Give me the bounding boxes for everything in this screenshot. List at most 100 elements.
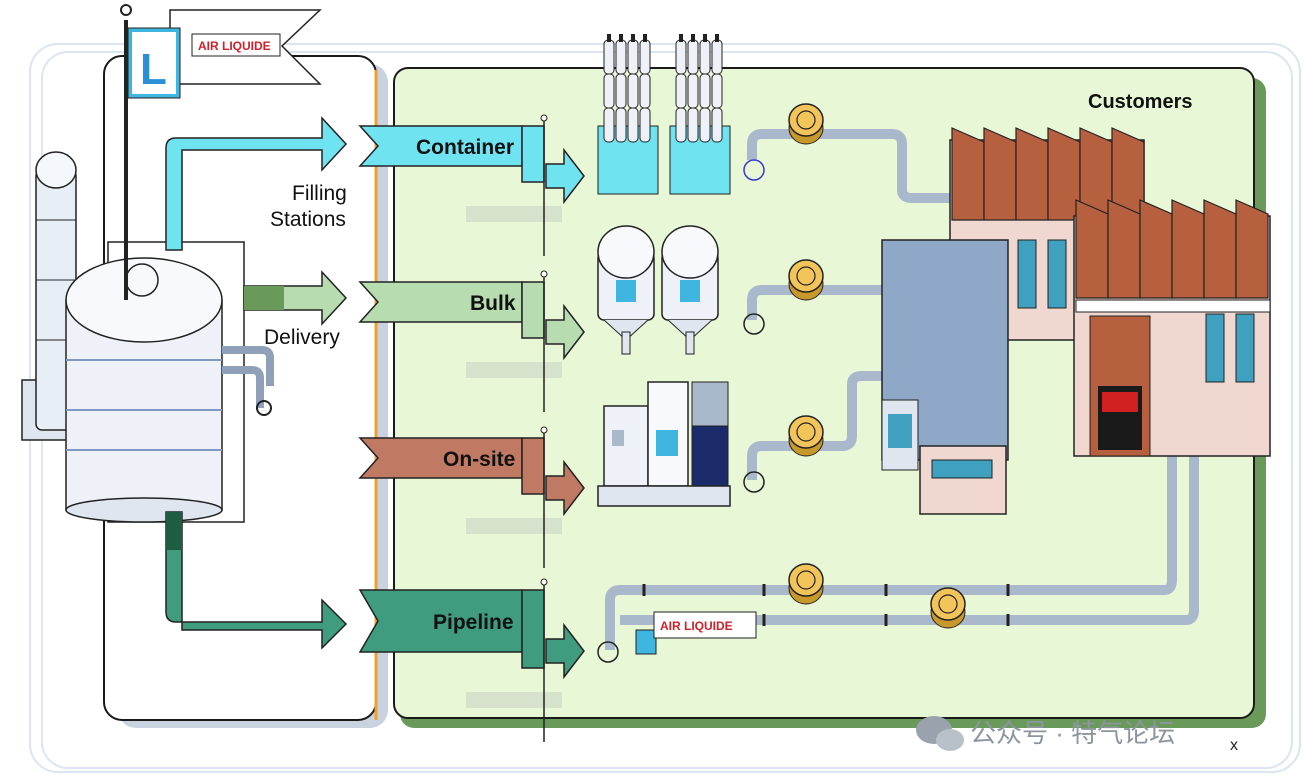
flow-meter-icon [788, 103, 824, 145]
gas-cylinder-icon [615, 107, 627, 143]
cylinder-valve-icon [691, 34, 695, 42]
gas-cylinder-icon [603, 39, 615, 75]
gas-cylinder-icon [711, 107, 723, 143]
filling-stations-label-1: Filling [292, 182, 347, 205]
pipeline-brand-name: AIR LIQUIDE [660, 619, 733, 633]
roof-segment-icon [1171, 199, 1205, 299]
cylinder-valve-icon [643, 34, 647, 42]
roof-segment-icon [1075, 199, 1109, 299]
flow-meter-icon [788, 259, 824, 301]
pipe-valve-rings [597, 159, 765, 663]
gas-cylinder-icon [615, 73, 627, 109]
air-separation-unit [21, 20, 274, 523]
gas-cylinder-icon [675, 73, 687, 109]
roof-segment-icon [983, 127, 1017, 221]
cylinder-valve-icon [715, 34, 719, 42]
pipeline-shadow [466, 692, 562, 708]
gas-cylinder-icon [687, 107, 699, 143]
pipeline-pole-top [540, 578, 548, 586]
onsite-post [521, 437, 545, 495]
gas-cylinder-icon [687, 39, 699, 75]
gas-cylinder-icon [711, 73, 723, 109]
delivery-label: Delivery [264, 326, 340, 349]
brand-name: AIR LIQUIDE [198, 39, 271, 53]
gas-cylinder-icon [615, 39, 627, 75]
gas-cylinder-icon [687, 73, 699, 109]
gas-cylinder-icon [603, 107, 615, 143]
container-banner-shape [358, 125, 523, 167]
bulk-banner-shape [358, 281, 523, 323]
pipeline-post [521, 589, 545, 669]
pipe-flanges [642, 584, 1010, 626]
cylinder-valve-icon [679, 34, 683, 42]
gas-cylinder-icon [603, 73, 615, 109]
brand-flag: L AIR LIQUIDE [120, 4, 322, 99]
customers-title: Customers [1088, 91, 1192, 113]
roof-segment-icon [951, 127, 985, 221]
bulk-banner: Bulk [358, 270, 585, 412]
flow-meter-icon [788, 563, 824, 605]
onsite-flow-arrow [545, 459, 585, 517]
cylinder-valve-icon [619, 34, 623, 42]
onsite-banner-shape [358, 437, 523, 479]
pipeline-flow-arrow [545, 622, 585, 680]
gas-cylinder-icon [675, 39, 687, 75]
onsite-label: On-site [443, 448, 515, 471]
pipeline-label: Pipeline [433, 611, 514, 634]
onsite-banner: On-site [358, 426, 585, 568]
container-flow-arrow [545, 147, 585, 205]
pipeline-brand-plate: AIR LIQUIDE [635, 611, 757, 655]
container-feed-arrow [165, 116, 348, 251]
watermark: 公众号 · 特气论坛 x [916, 716, 1238, 754]
plant-arrows [165, 116, 348, 650]
roof-segment-icon [1139, 199, 1173, 299]
filling-stations-label-2: Stations [270, 208, 346, 231]
pipeline-banner-shape [358, 589, 523, 653]
bulk-pole-top [540, 270, 548, 278]
gas-cylinder-icon [639, 39, 651, 75]
customer-factory [881, 127, 1271, 515]
on-site-generator-unit [597, 381, 731, 507]
flow-meter-icon [930, 587, 966, 629]
roof-segment-icon [1047, 127, 1081, 221]
container-pole-top [540, 114, 548, 122]
container-post [521, 125, 545, 183]
onsite-pole-top [540, 426, 548, 434]
gas-cylinder-icon [711, 39, 723, 75]
bulk-flow-arrow [545, 303, 585, 361]
roof-segment-icon [1235, 199, 1269, 299]
roof-segment-icon [1015, 127, 1049, 221]
gas-cylinder-icon [675, 107, 687, 143]
flow-meters [788, 103, 966, 629]
bulk-shadow [466, 362, 562, 378]
roof-segment-icon [1107, 199, 1141, 299]
bulk-storage-tanks [597, 225, 719, 355]
cylinder-valve-icon [703, 34, 707, 42]
container-shadow [466, 206, 562, 222]
container-label: Container [416, 136, 514, 159]
gas-cylinder-icon [627, 39, 639, 75]
gas-cylinder-racks [597, 34, 731, 195]
pipeline-banner: Pipeline [358, 578, 585, 742]
footer-mark: x [1230, 737, 1238, 754]
gas-cylinder-icon [699, 39, 711, 75]
container-banner: Container [358, 114, 585, 256]
onsite-shadow [466, 518, 562, 534]
roof-segment-icon [1203, 199, 1237, 299]
pipeline-feed-arrow [165, 511, 348, 650]
gas-cylinder-icon [699, 107, 711, 143]
cylinder-valve-icon [631, 34, 635, 42]
gas-cylinder-icon [699, 73, 711, 109]
distribution-piping [605, 129, 1199, 650]
cylinder-valve-icon [607, 34, 611, 42]
flow-meter-icon [788, 415, 824, 457]
bulk-post [521, 281, 545, 339]
gas-cylinder-icon [639, 107, 651, 143]
gas-cylinder-icon [639, 73, 651, 109]
gas-cylinder-icon [627, 107, 639, 143]
watermark-text: 公众号 · 特气论坛 [970, 718, 1175, 748]
bulk-label: Bulk [470, 292, 516, 315]
